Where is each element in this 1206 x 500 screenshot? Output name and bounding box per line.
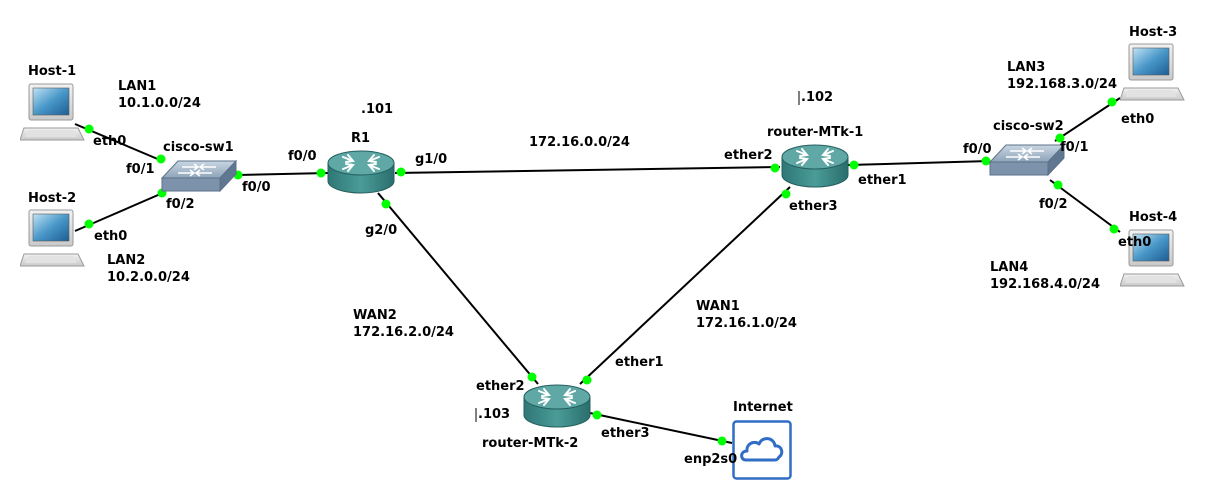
port-label-mtk2-ether3: ether3 xyxy=(601,426,650,441)
router-mtk-1-label: router-MTk-1 xyxy=(767,125,864,140)
lan1-name: LAN1 xyxy=(118,79,157,94)
wan1-subnet: 172.16.1.0/24 xyxy=(696,316,797,331)
r1-node[interactable] xyxy=(326,148,396,196)
port-mtk1-ether3 xyxy=(781,189,791,199)
wan2-subnet: 172.16.2.0/24 xyxy=(353,325,454,340)
link-mtk2-internet[interactable] xyxy=(589,412,733,444)
mtk2-host-id: .103 xyxy=(478,407,511,422)
port-host3-eth0 xyxy=(1107,97,1117,107)
cisco-sw1-node[interactable] xyxy=(160,158,238,194)
port-label-mtk2-ether2: ether2 xyxy=(476,379,525,394)
port-label-r1-g20: g2/0 xyxy=(365,223,398,238)
port-r1-g10 xyxy=(396,167,406,177)
link-r1-mtk1[interactable] xyxy=(394,166,781,174)
port-label-internet-enp2s0: enp2s0 xyxy=(684,452,738,467)
switch-icon xyxy=(160,159,238,193)
port-label-host2-eth0: eth0 xyxy=(94,229,128,244)
host-1-label: Host-1 xyxy=(28,64,77,79)
cisco-sw2-label: cisco-sw2 xyxy=(993,119,1064,134)
internet-node[interactable] xyxy=(732,420,792,480)
port-label-host3-eth0: eth0 xyxy=(1121,112,1155,127)
port-label-r1-f00: f0/0 xyxy=(288,149,317,164)
port-r1-g20 xyxy=(381,199,391,209)
port-label-sw2-f00: f0/0 xyxy=(963,142,992,157)
port-internet-enp2s0 xyxy=(717,436,727,446)
host-4-label: Host-4 xyxy=(1129,210,1178,225)
lan3-name: LAN3 xyxy=(1007,60,1046,75)
host-1-node[interactable] xyxy=(20,82,88,144)
router-icon xyxy=(523,384,591,428)
link-mtk1-sw2[interactable] xyxy=(847,160,991,166)
router-mtk-2-node[interactable] xyxy=(522,382,592,430)
host-3-node[interactable] xyxy=(1120,42,1188,104)
port-label-mtk1-ether3: ether3 xyxy=(789,199,838,214)
port-mtk2-ether3 xyxy=(592,410,602,420)
port-mtk2-ether2 xyxy=(527,372,537,382)
port-label-host4-eth0: eth0 xyxy=(1118,235,1152,250)
port-mtk2-ether1 xyxy=(582,375,592,385)
laptop-icon xyxy=(20,83,85,141)
cisco-sw1-label: cisco-sw1 xyxy=(163,140,234,155)
internet-label: Internet xyxy=(733,400,793,415)
laptop-icon xyxy=(1120,43,1185,101)
port-label-mtk1-ether1: ether1 xyxy=(858,173,907,188)
port-label-sw2-f01: f0/1 xyxy=(1060,140,1089,155)
laptop-icon xyxy=(20,209,85,267)
lan3-subnet: 192.168.3.0/24 xyxy=(1007,77,1118,92)
lan1-subnet: 10.1.0.0/24 xyxy=(118,96,201,111)
port-host2-eth0 xyxy=(84,219,94,229)
mtk1-host-id: .102 xyxy=(801,90,834,105)
link-r1-mtk2[interactable] xyxy=(377,192,539,385)
cisco-sw2-node[interactable] xyxy=(988,142,1066,178)
lan2-name: LAN2 xyxy=(107,253,146,268)
host-4-node[interactable] xyxy=(1120,228,1188,290)
router-mtk-1-node[interactable] xyxy=(780,142,850,190)
lan4-name: LAN4 xyxy=(990,260,1029,275)
port-label-r1-g10: g1/0 xyxy=(415,152,448,167)
router-icon xyxy=(327,150,395,194)
port-mtk1-ether2 xyxy=(770,163,780,173)
router-mtk-2-label: router-MTk-2 xyxy=(482,436,579,451)
port-mtk1-ether1 xyxy=(849,160,859,170)
core-subnet: 172.16.0.0/24 xyxy=(529,135,630,150)
r1-label: R1 xyxy=(351,131,371,146)
port-label-mtk1-ether2: ether2 xyxy=(724,148,773,163)
port-sw2-f01 xyxy=(1055,133,1065,143)
port-sw2-f00 xyxy=(981,156,991,166)
port-host1-eth0 xyxy=(84,124,94,134)
host-2-label: Host-2 xyxy=(28,191,77,206)
port-r1-f00 xyxy=(316,168,326,178)
lan4-subnet: 192.168.4.0/24 xyxy=(990,277,1101,292)
host-3-label: Host-3 xyxy=(1129,25,1178,40)
port-label-sw1-f01: f0/1 xyxy=(126,162,155,177)
port-label-sw2-f02: f0/2 xyxy=(1039,197,1068,212)
lan2-subnet: 10.2.0.0/24 xyxy=(107,270,190,285)
port-label-host1-eth0: eth0 xyxy=(93,134,127,149)
ports-layer xyxy=(84,91,1119,446)
port-host4-eth0 xyxy=(1109,224,1119,234)
link-sw2-host4[interactable] xyxy=(1049,179,1121,233)
wan2-name: WAN2 xyxy=(353,308,397,323)
switch-icon xyxy=(988,143,1066,177)
port-label-sw1-f00: f0/0 xyxy=(242,180,271,195)
port-label-sw1-f02: f0/2 xyxy=(166,197,195,212)
port-sw1-f01 xyxy=(156,154,166,164)
cloud-icon xyxy=(732,420,792,480)
laptop-icon xyxy=(1120,229,1185,287)
link-mtk1-mtk2[interactable] xyxy=(579,186,791,385)
link-sw1-r1[interactable] xyxy=(237,172,329,176)
r1-host-id: .101 xyxy=(361,102,394,117)
port-label-mtk2-ether1: ether1 xyxy=(615,355,664,370)
wan1-name: WAN1 xyxy=(696,299,740,314)
router-icon xyxy=(781,144,849,188)
host-2-node[interactable] xyxy=(20,208,88,270)
port-sw2-f02 xyxy=(1053,180,1063,190)
